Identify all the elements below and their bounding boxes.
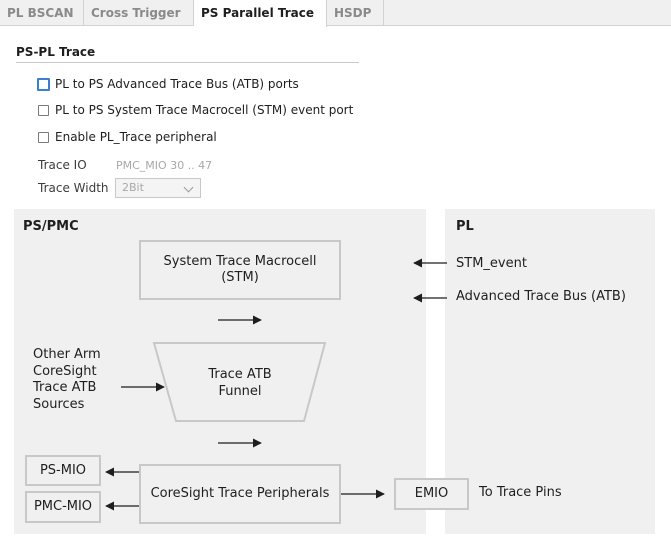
trace-io-value: PMC_MIO 30 .. 47 xyxy=(116,159,213,172)
trace-width-value: 2Bit xyxy=(122,181,144,194)
trace-io-label: Trace IO xyxy=(38,158,87,172)
other-line2: CoreSight xyxy=(33,363,97,379)
other-line1: Other Arm xyxy=(33,347,101,362)
coresight-periph-label: CoreSight Trace Peripherals xyxy=(150,486,330,501)
pl-title: PL xyxy=(456,219,474,234)
trace-width-label: Trace Width xyxy=(38,181,109,195)
tab-cross-trigger[interactable]: Cross Trigger xyxy=(84,0,194,26)
funnel-line1: Trace ATB xyxy=(208,367,272,382)
tab-ps-parallel-trace[interactable]: PS Parallel Trace xyxy=(194,0,327,27)
stm-event-label: PL to PS System Trace Macrocell (STM) ev… xyxy=(55,103,354,117)
emio-block: EMIO xyxy=(394,478,469,510)
stm-event-text: STM_event xyxy=(456,256,527,271)
pl-panel xyxy=(445,209,655,534)
trace-width-select[interactable]: 2Bit xyxy=(115,178,201,198)
tab-bar: PL BSCAN Cross Trigger PS Parallel Trace… xyxy=(0,0,671,27)
atb-bus-text: Advanced Trace Bus (ATB) xyxy=(456,289,626,304)
tab-pl-bscan[interactable]: PL BSCAN xyxy=(0,0,84,26)
atb-ports-label: PL to PS Advanced Trace Bus (ATB) ports xyxy=(55,77,299,91)
pmc-mio-label: PMC-MIO xyxy=(33,499,93,514)
section-divider xyxy=(16,62,359,63)
other-sources-text: Other Arm CoreSight Trace ATB Sources xyxy=(33,347,101,413)
ps-mio-block: PS-MIO xyxy=(25,455,101,486)
to-trace-pins-text: To Trace Pins xyxy=(479,485,562,500)
pmc-mio-block: PMC-MIO xyxy=(25,491,101,523)
atb-ports-option[interactable]: PL to PS Advanced Trace Bus (ATB) ports xyxy=(37,76,299,92)
ps-mio-label: PS-MIO xyxy=(39,462,87,478)
stm-block: System Trace Macrocell (STM) xyxy=(139,240,341,300)
funnel-block xyxy=(152,342,327,422)
emio-label: EMIO xyxy=(414,486,449,501)
tab-hsdp[interactable]: HSDP xyxy=(327,0,384,26)
other-line4: Sources xyxy=(33,396,85,412)
other-line3: Trace ATB xyxy=(33,380,97,395)
pl-trace-label: Enable PL_Trace peripheral xyxy=(55,130,217,144)
stm-line1: System Trace Macrocell xyxy=(163,254,317,269)
funnel-line2: Funnel xyxy=(218,383,262,399)
atb-ports-checkbox[interactable] xyxy=(37,77,50,91)
stm-event-option[interactable]: PL to PS System Trace Macrocell (STM) ev… xyxy=(38,102,353,118)
pl-trace-checkbox[interactable] xyxy=(38,131,49,143)
coresight-periph-block: CoreSight Trace Peripherals xyxy=(139,464,341,524)
funnel-text: Trace ATB Funnel xyxy=(176,367,304,400)
stm-event-checkbox[interactable] xyxy=(38,104,49,116)
section-title: PS-PL Trace xyxy=(16,45,96,59)
pl-trace-option[interactable]: Enable PL_Trace peripheral xyxy=(38,129,217,145)
stm-line2: (STM) xyxy=(221,270,259,285)
ps-pmc-title: PS/PMC xyxy=(23,219,79,234)
